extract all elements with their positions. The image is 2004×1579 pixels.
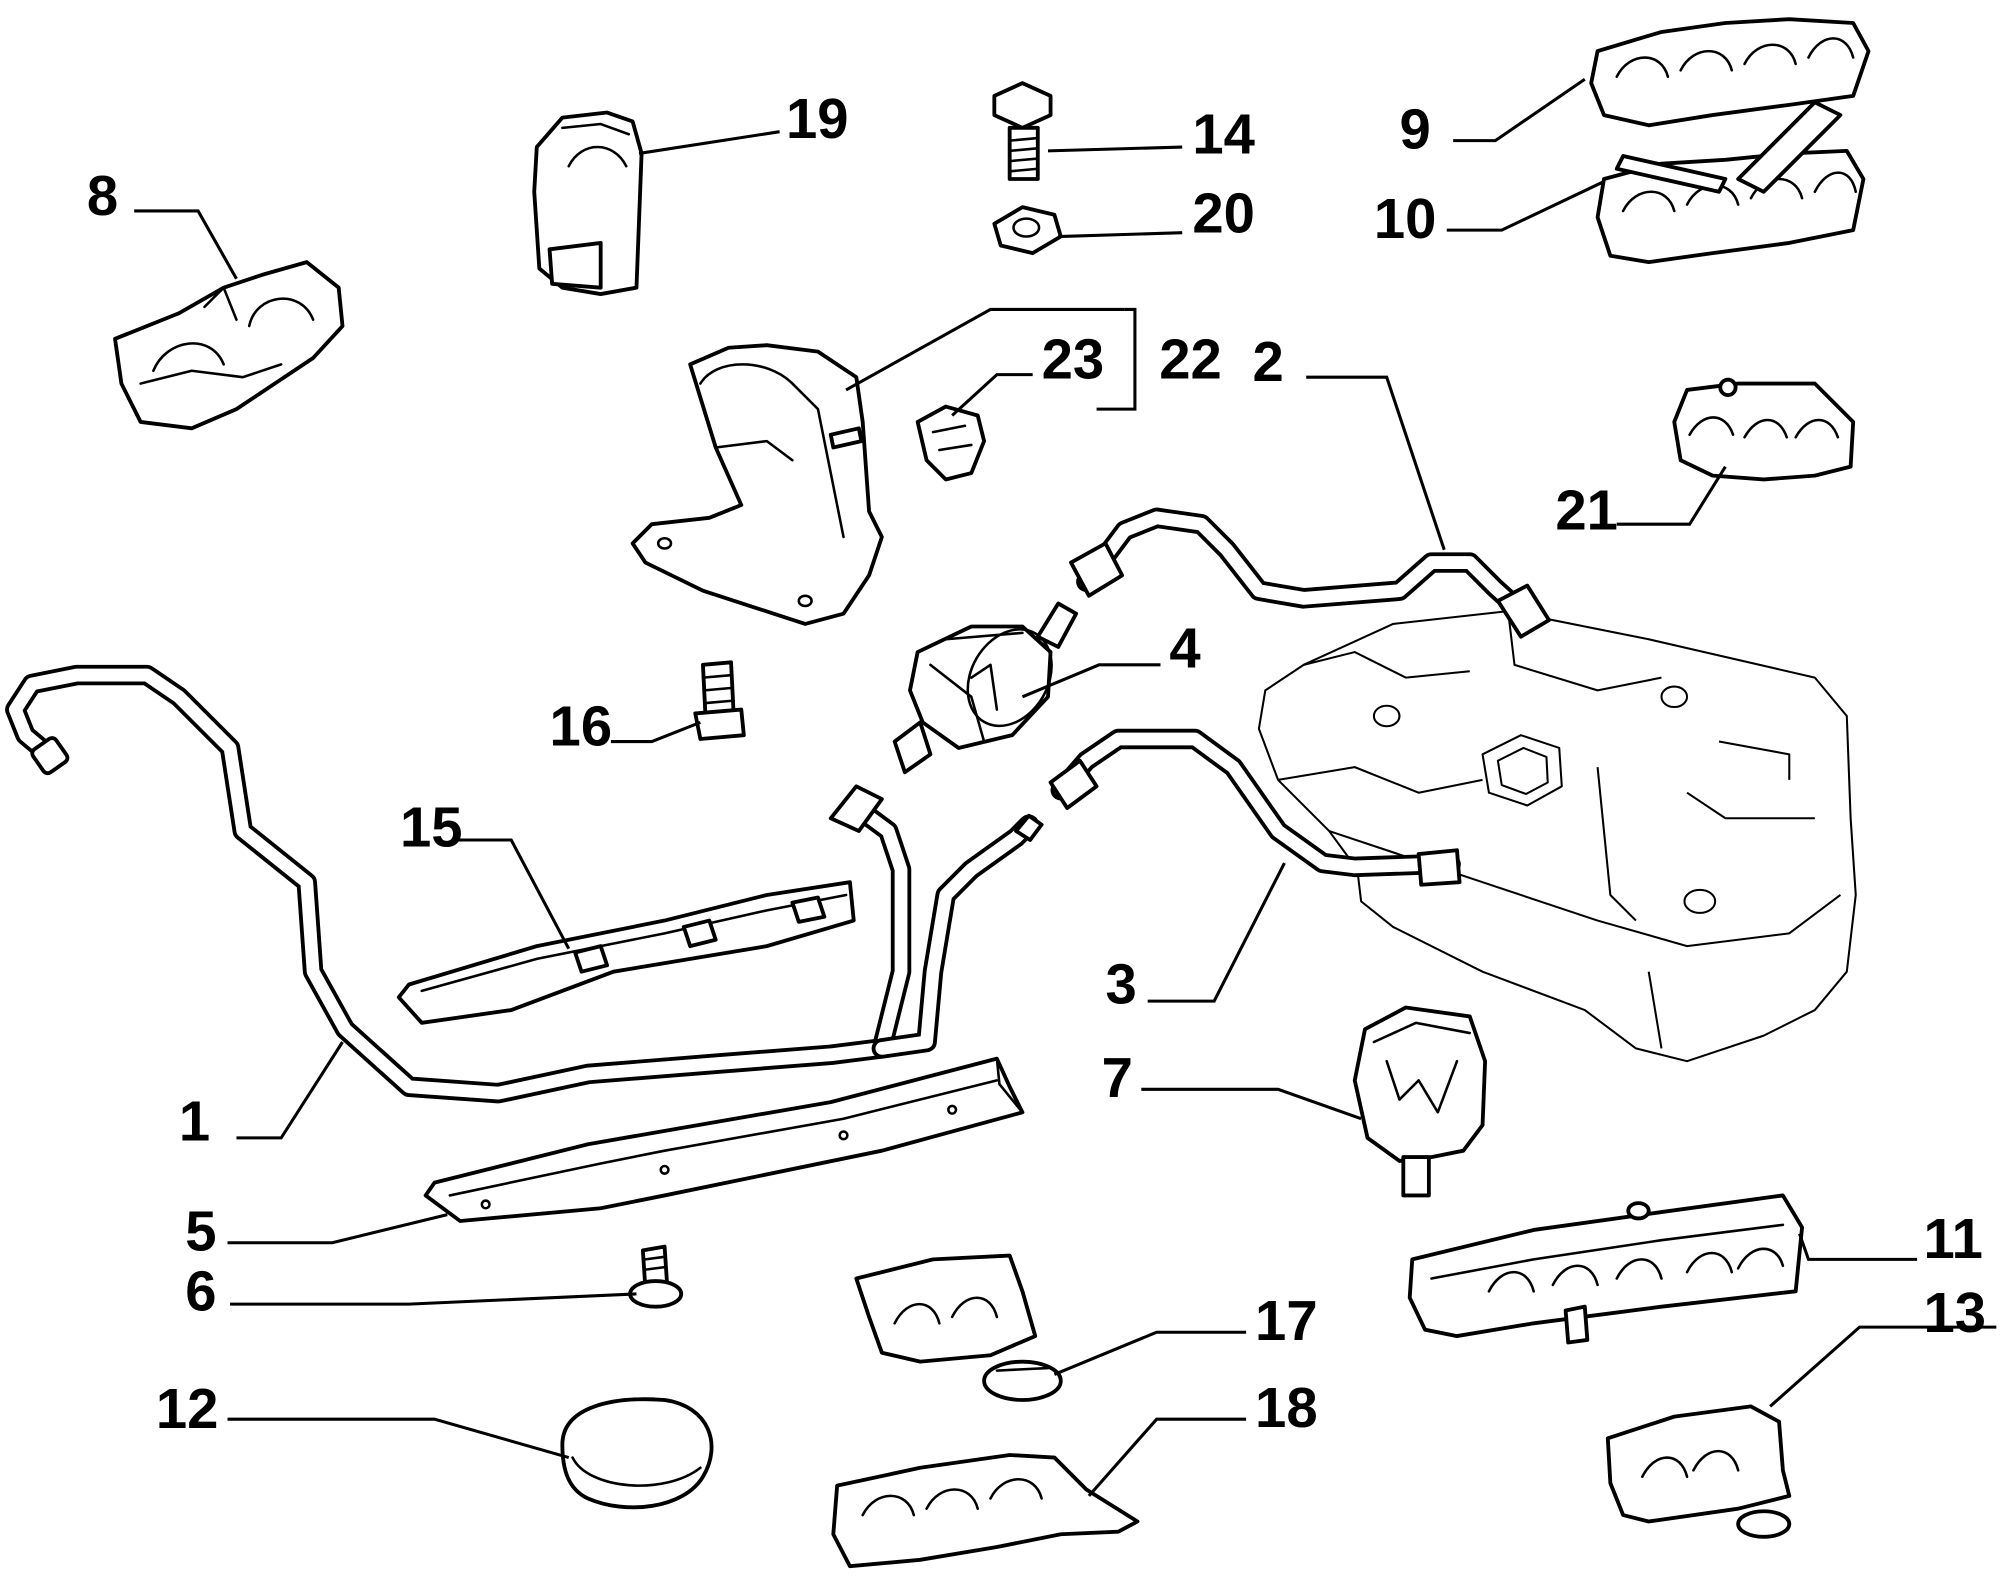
part-5-bracket-strip (423, 1056, 1025, 1223)
callout-17: 17 (1255, 1289, 1318, 1352)
part-3-return-line (1048, 728, 1462, 887)
part-8-double-clip (113, 260, 345, 431)
callout-2: 2 (1253, 330, 1284, 393)
callout-labels: 1 2 3 4 5 6 7 8 9 10 11 12 13 14 15 16 1… (87, 87, 1986, 1440)
part-21-triple-clip (1672, 377, 1856, 482)
fuel-tank (1257, 610, 1857, 1063)
callout-7: 7 (1102, 1046, 1133, 1109)
callout-8: 8 (87, 164, 118, 227)
callout-16: 16 (550, 694, 613, 757)
callout-23: 23 (1042, 327, 1105, 390)
part-23-small-clip (915, 404, 987, 482)
callout-9: 9 (1399, 97, 1430, 160)
callout-21: 21 (1555, 478, 1618, 541)
part-1-fuel-line (5, 664, 1044, 1104)
part-10-multi-clip-arm (1595, 100, 1866, 265)
callout-12: 12 (156, 1377, 219, 1440)
part-20-nut (992, 205, 1063, 256)
part-15-channel-bracket (396, 880, 856, 1025)
callout-15: 15 (400, 795, 463, 858)
callout-5: 5 (185, 1199, 216, 1262)
part-13-small-clip (1605, 1404, 1792, 1539)
part-16-screw (693, 660, 746, 741)
part-4-fuel-filter (892, 601, 1079, 775)
callout-19: 19 (786, 87, 849, 150)
leader-lines (134, 78, 1997, 1497)
part-12-grommet (560, 1397, 714, 1510)
callout-13: 13 (1923, 1281, 1986, 1344)
callout-4: 4 (1169, 616, 1200, 679)
callout-6: 6 (185, 1259, 216, 1322)
part-9-multi-clip (1589, 17, 1871, 128)
part-22-filter-bracket (630, 343, 884, 626)
part-6-screw (628, 1244, 684, 1309)
callout-3: 3 (1106, 953, 1137, 1016)
part-11-multi-clip-rail (1407, 1193, 1804, 1345)
part-19-single-clip (532, 110, 644, 296)
part-18-clip-tab (831, 1453, 1140, 1569)
callout-14: 14 (1192, 102, 1255, 165)
callout-10: 10 (1374, 187, 1437, 250)
callout-22: 22 (1159, 327, 1222, 390)
part-14-bolt (992, 81, 1053, 181)
part-17-clip-base (854, 1253, 1063, 1402)
callout-1: 1 (179, 1089, 210, 1152)
part-2-fuel-line (1069, 507, 1551, 639)
callout-18: 18 (1255, 1376, 1318, 1439)
callout-11: 11 (1923, 1207, 1982, 1270)
part-7-clip-support (1352, 1005, 1488, 1198)
callout-20: 20 (1192, 182, 1255, 245)
